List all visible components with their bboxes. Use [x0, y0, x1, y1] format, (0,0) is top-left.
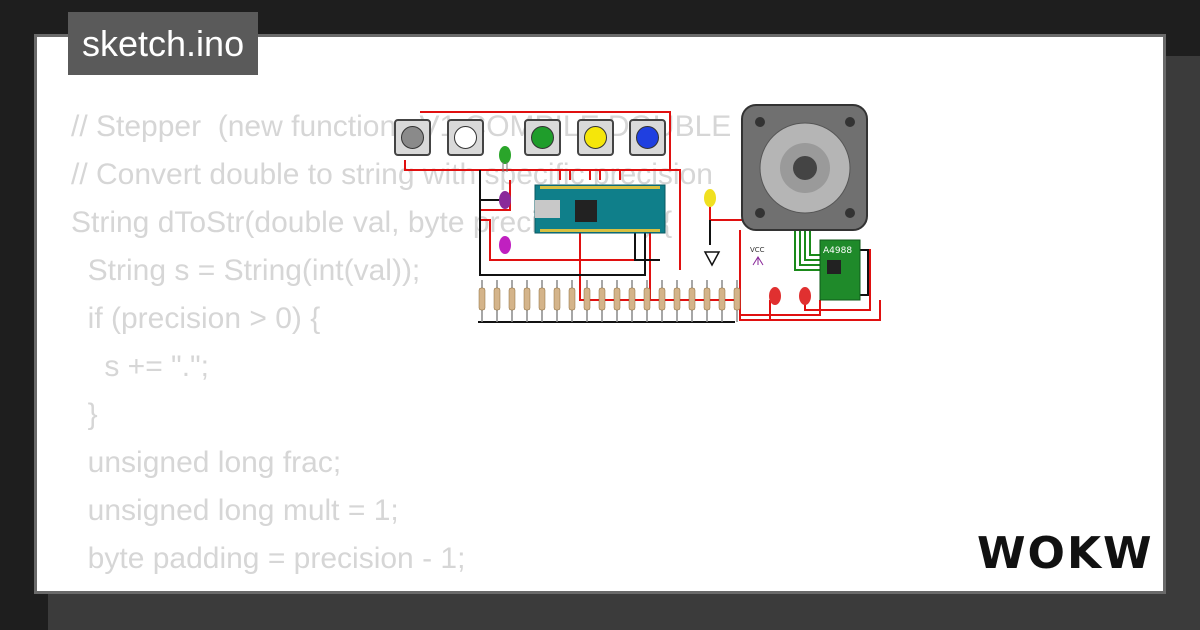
code-line: String s = String(int(val));: [71, 254, 421, 287]
filename-tab: sketch.ino: [68, 12, 259, 75]
led-magenta: [499, 236, 511, 254]
button-white: [447, 119, 484, 156]
svg-text:WOKWi: WOKWi: [977, 528, 1155, 579]
code-line: byte padding = precision - 1;: [71, 542, 466, 575]
a4988-driver: A4988: [819, 239, 861, 301]
svg-text:VCC: VCC: [750, 246, 765, 254]
led-purple: [499, 191, 511, 209]
led-red-2: [799, 287, 811, 305]
button-yellow: [577, 119, 614, 156]
code-line: unsigned long mult = 1;: [71, 494, 399, 527]
stepper-motor: [741, 104, 868, 231]
svg-text:A4988: A4988: [823, 246, 852, 256]
code-line: if (precision > 0) {: [71, 302, 321, 335]
code-line: }: [71, 398, 98, 431]
circuit-diagram: VCC A4988: [394, 104, 881, 323]
code-line: s += ".";: [71, 350, 210, 383]
led-green: [499, 146, 511, 172]
button-blue: [629, 119, 666, 156]
arduino-nano: [534, 184, 666, 234]
button-gray: [394, 119, 431, 156]
button-green: [524, 119, 561, 156]
ground-symbol: [703, 251, 721, 267]
vcc-symbol: VCC: [750, 246, 765, 266]
wokwi-logo: WOKWi: [977, 528, 1155, 579]
code-line: unsigned long frac;: [71, 446, 342, 479]
led-yellow: [704, 189, 716, 207]
led-red-1: [769, 287, 781, 305]
